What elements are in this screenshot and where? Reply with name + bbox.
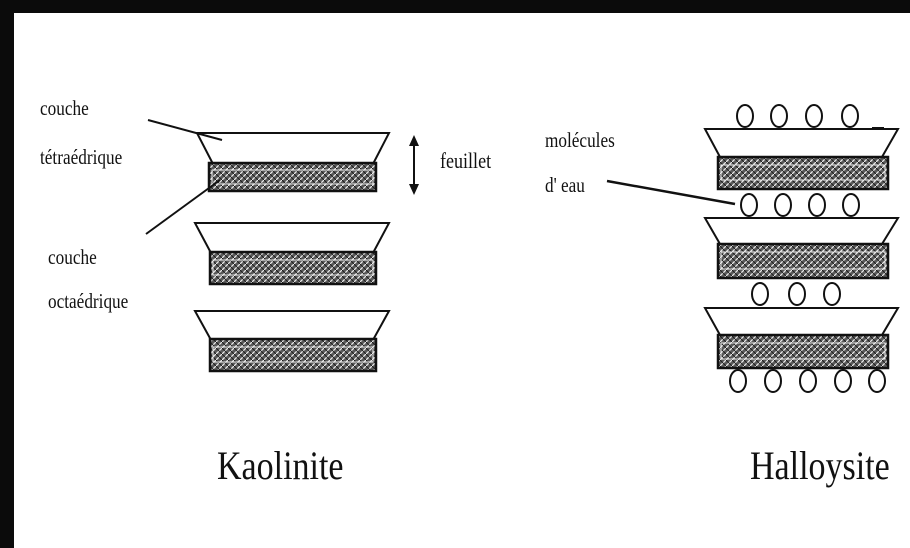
water-molecules-label-line-1: molécules (545, 128, 615, 152)
octahedral-layer-label-line-1: couche (48, 245, 97, 269)
octahedral-sheet (208, 250, 378, 286)
tetrahedral-sheet (195, 132, 391, 165)
tetrahedral-sheet (703, 128, 900, 158)
frame-top-border (0, 0, 910, 13)
kaolinite-layer-2 (193, 222, 391, 286)
tetrahedral-sheet (193, 310, 391, 341)
water-molecules-row-4 (729, 369, 886, 393)
octahedral-layer-label-line-2: octaédrique (48, 289, 129, 313)
octahedral-sheet (207, 161, 378, 193)
tetrahedral-layer-label-line-1: couche (40, 96, 89, 120)
kaolinite-layer-1 (195, 132, 391, 193)
octahedral-leader-line (145, 179, 221, 235)
tetrahedral-leader-line (147, 119, 223, 141)
tetrahedral-sheet (703, 307, 900, 336)
feuillet-arrow (409, 135, 419, 195)
water-molecule-leader-line (606, 179, 736, 206)
water-molecules-row-2 (740, 193, 860, 217)
tetrahedral-sheet (193, 222, 391, 254)
tetrahedral-layer-label-line-2: tétraédrique (40, 145, 123, 169)
water-molecules-row-3 (751, 282, 841, 306)
kaolinite-title: Kaolinite (217, 443, 344, 488)
octahedral-sheet (208, 337, 378, 373)
octahedral-sheet (716, 242, 890, 280)
water-molecules-label-line-2: d' eau (545, 173, 585, 197)
tetrahedral-sheet (703, 217, 900, 245)
halloysite-stack (703, 104, 900, 393)
frame-left-border (0, 0, 14, 548)
halloysite-title: Halloysite (750, 443, 890, 488)
halloysite-layer-1 (703, 128, 900, 191)
halloysite-layer-2 (703, 217, 900, 280)
kaolinite-stack (193, 132, 391, 373)
octahedral-sheet (716, 155, 890, 191)
feuillet-label: feuillet (440, 148, 492, 173)
water-molecules-row-1 (736, 104, 884, 129)
halloysite-layer-3 (703, 307, 900, 370)
kaolinite-layer-3 (193, 310, 391, 373)
octahedral-sheet (716, 333, 890, 370)
